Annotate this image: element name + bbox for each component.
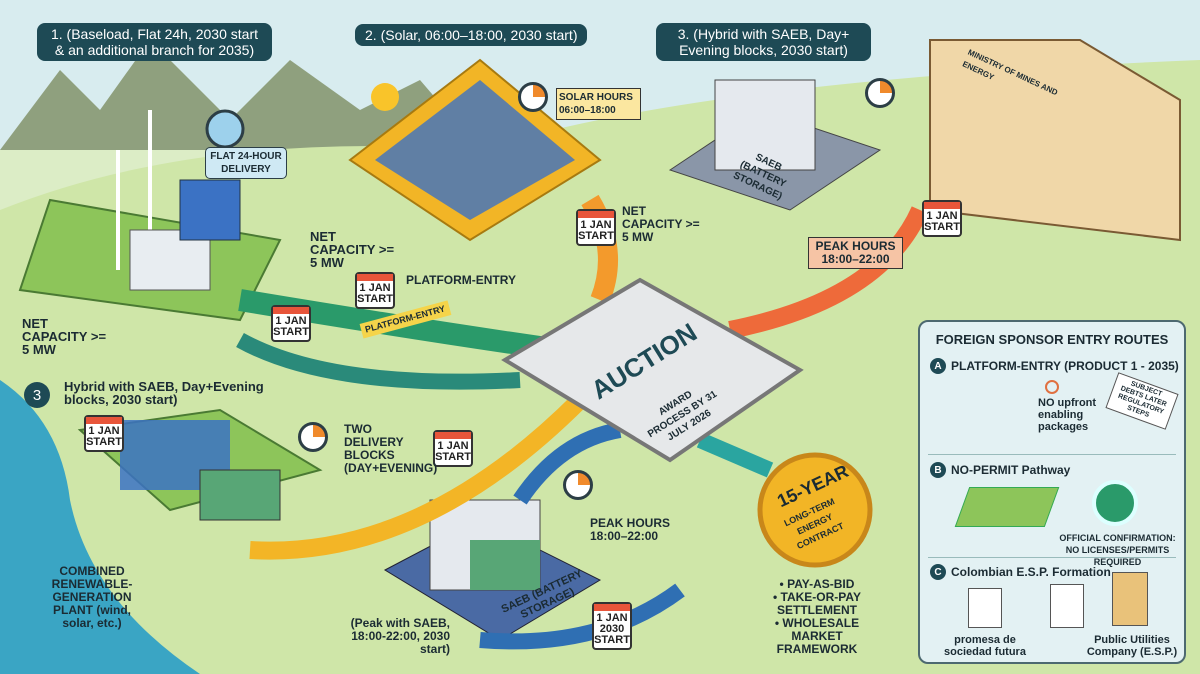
calendar-text: START (86, 436, 122, 448)
solar-hours-label: SOLAR HOURS 06:00–18:00 (556, 88, 641, 120)
document-icon (968, 588, 1002, 628)
peak-hours-label: PEAK HOURS 18:00–22:00 (808, 237, 903, 269)
product2-title: 2. (Solar, 06:00–18:00, 2030 start) (355, 24, 588, 46)
divider (928, 454, 1176, 455)
calendar-text: START (357, 293, 393, 305)
stopwatch-icon (865, 78, 895, 108)
calendar-text: 1 JAN (596, 612, 628, 624)
calendar-text: 1 JAN (359, 282, 391, 294)
ministry-building (929, 39, 1181, 242)
calendar-text: START (924, 221, 960, 233)
stopwatch-icon (563, 470, 593, 500)
hybrid-title: Hybrid with SAEB, Day+Evening blocks, 20… (64, 379, 264, 407)
calendar-text: START (594, 634, 630, 646)
route-a-sign: SUBJECT DEBTS LATER REGULATORY STEPS (1105, 372, 1179, 430)
contract-term: • TAKE-OR-PAY SETTLEMENT (773, 590, 861, 617)
arrow-red-storage (728, 206, 929, 339)
route-b-note: OFFICIAL CONFIRMATION: NO LICENSES/PERMI… (1059, 533, 1176, 567)
foreign-sponsor-panel: FOREIGN SPONSOR ENTRY ROUTES A PLATFORM-E… (918, 320, 1186, 664)
contract-term: • PAY-AS-BID (779, 577, 855, 591)
contract-terms: • PAY-AS-BID • TAKE-OR-PAY SETTLEMENT • … (752, 578, 882, 656)
calendar-text: 1 JAN (437, 440, 469, 452)
route-c-title: C Colombian E.S.P. Formation (930, 564, 1111, 580)
solar-panels-icon (954, 487, 1060, 527)
calendar-text: START (435, 451, 471, 463)
peak-hours-bottom-label: PEAK HOURS 18:00–22:00 (590, 516, 671, 543)
official-seal-icon (1092, 480, 1138, 526)
two-delivery-blocks-label: TWO DELIVERY BLOCKS (DAY+EVENING) (344, 422, 438, 475)
calendar-text: START (578, 230, 614, 242)
sea (0, 380, 200, 674)
route-label: Colombian E.S.P. Formation (951, 565, 1111, 579)
mountains (0, 40, 480, 150)
route-c-step1: promesa de sociedad futura (944, 634, 1026, 658)
route-badge: B (930, 462, 946, 478)
net-capacity-label: NET CAPACITY >= 5 MW (22, 316, 107, 357)
calendar-text: 1 JAN (580, 219, 612, 231)
clock-icon (205, 109, 245, 149)
no-sign-icon (1045, 380, 1059, 394)
stopwatch-icon (298, 422, 328, 452)
panel-title: FOREIGN SPONSOR ENTRY ROUTES (935, 332, 1169, 347)
calendar-text: 2030 (599, 623, 625, 635)
certificate-icon (1050, 584, 1084, 628)
route-label: NO-PERMIT Pathway (951, 463, 1071, 477)
arrow-yellow-hybrid (249, 393, 587, 560)
flat-delivery-label: FLAT 24-HOUR DELIVERY (205, 147, 287, 179)
calendar-text: 1 JAN (926, 210, 958, 222)
route-a-note: NO upfront enabling packages (1038, 397, 1097, 433)
peak-caption: (Peak with SAEB, 18:00-22:00, 2030 start… (350, 616, 450, 656)
combined-plant-label: COMBINED RENEWABLE-GENERATION PLANT (win… (51, 564, 133, 630)
saeb-building-top (714, 79, 816, 171)
product3-title: 3. (Hybrid with SAEB, Day+ Evening block… (656, 23, 871, 61)
contract-term: • WHOLESALE MARKET FRAMEWORK (774, 616, 860, 656)
product1-title: 1. (Baseload, Flat 24h, 2030 start & an … (37, 23, 272, 61)
sun-icon (371, 83, 399, 111)
calendar-text: 1 JAN (275, 315, 307, 327)
product3-badge: 3 (24, 382, 50, 408)
contract-seal (757, 452, 873, 568)
calendar-text: 1 JAN (88, 425, 120, 437)
auction-platform (501, 277, 804, 463)
route-b-title: B NO-PERMIT Pathway (930, 462, 1070, 478)
route-label: PLATFORM-ENTRY (PRODUCT 1 - 2035) (951, 359, 1179, 373)
route-c-step2: Public Utilities Company (E.S.P.) (1086, 634, 1178, 658)
solar-net-capacity-label: NET CAPACITY >= 5 MW (622, 204, 700, 244)
building-icon (1112, 572, 1148, 626)
route-badge: C (930, 564, 946, 580)
calendar-text: START (273, 326, 309, 338)
route-badge: A (930, 358, 946, 374)
stopwatch-icon (518, 82, 548, 112)
platform-entry-label: PLATFORM-ENTRY (406, 273, 516, 287)
divider (928, 557, 1176, 558)
net-capacity-label: NET CAPACITY >= 5 MW (310, 229, 395, 270)
route-a-title: A PLATFORM-ENTRY (PRODUCT 1 - 2035) (930, 358, 1179, 374)
